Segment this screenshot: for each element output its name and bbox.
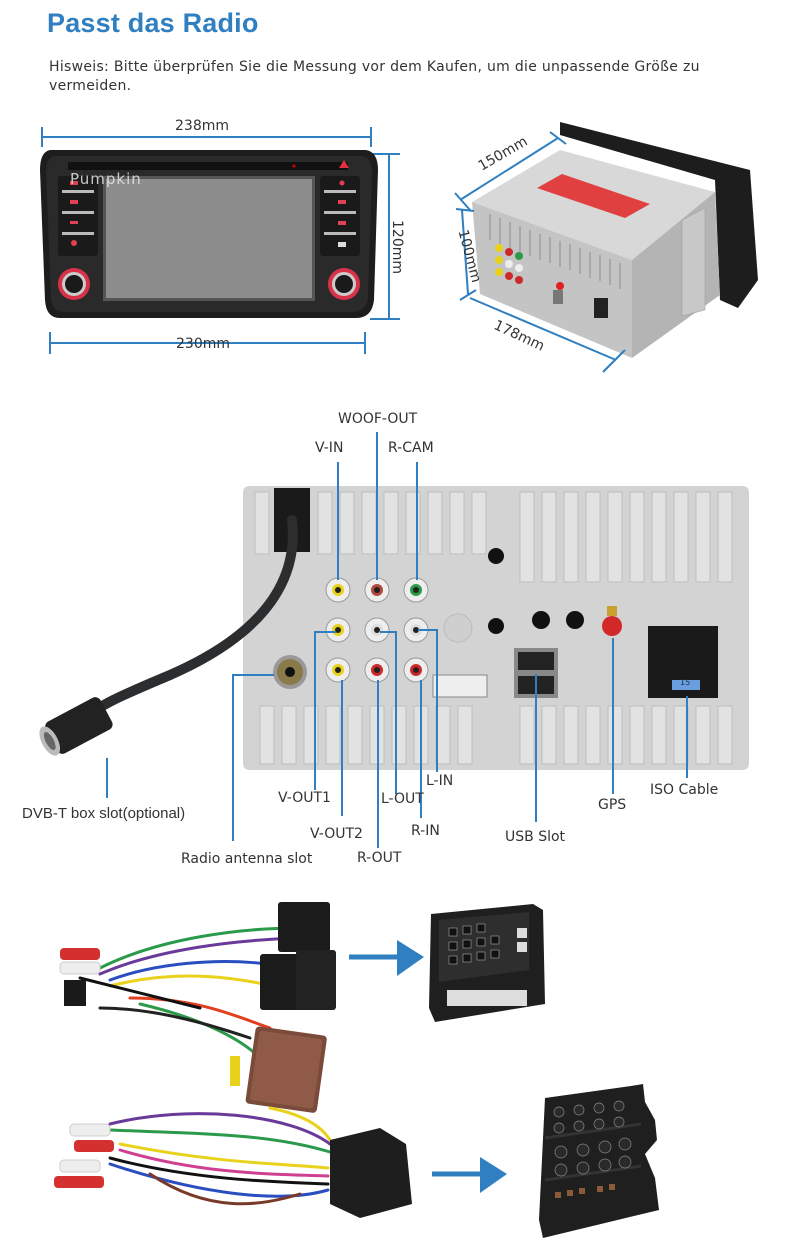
label-iso-cable: ISO Cable xyxy=(650,782,719,798)
dim-line-top xyxy=(41,127,400,354)
label-l-in: L-IN xyxy=(426,773,454,789)
back-panel-image xyxy=(39,486,749,770)
front-top-width-label: 238mm xyxy=(175,118,229,134)
chassis-view-section: 150mm 100mm 178mm xyxy=(420,110,790,380)
chassis-image xyxy=(454,122,758,373)
label-r-cam: R-CAM xyxy=(388,440,434,456)
front-view-section: 238mm 230mm 120mm xyxy=(0,110,410,360)
leader-lines xyxy=(106,432,688,848)
arrow-icon xyxy=(432,1157,507,1193)
label-v-in: V-IN xyxy=(315,440,344,456)
harness-row-iso xyxy=(0,1080,800,1256)
label-gps: GPS xyxy=(598,797,627,813)
label-r-in: R-IN xyxy=(411,823,440,839)
quadlock-harness-image xyxy=(59,902,336,1113)
harness-row-quadlock xyxy=(0,880,800,1113)
label-dvbt-slot: DVB-T box slot(optional) xyxy=(22,805,186,822)
rca-ports xyxy=(325,577,429,683)
brand-watermark: Pumpkin xyxy=(70,170,142,188)
iso-harness-image xyxy=(54,1106,412,1218)
page-title: Passt das Radio xyxy=(47,8,259,38)
label-l-out: L-OUT xyxy=(381,791,424,807)
quadlock-connector-image xyxy=(429,904,545,1022)
size-note: Hisweis: Bitte überprüfen Sie die Messun… xyxy=(49,59,700,94)
arrow-icon xyxy=(349,940,424,976)
radio-front-image xyxy=(40,150,378,318)
front-height-label: 120mm xyxy=(389,220,405,274)
iso-connector-image xyxy=(539,1084,659,1238)
label-v-out2: V-OUT2 xyxy=(310,826,363,842)
label-r-out: R-OUT xyxy=(357,850,402,866)
fuse-label: 15 xyxy=(680,678,691,687)
label-woof-out: WOOF-OUT xyxy=(338,411,418,427)
label-radio-antenna: Radio antenna slot xyxy=(181,851,313,867)
label-usb-slot: USB Slot xyxy=(505,829,566,845)
label-v-out1: V-OUT1 xyxy=(278,790,331,806)
front-bottom-width-label: 230mm xyxy=(176,336,230,352)
back-panel-section: 15 WOOF-OUT V-IN R-CAM xyxy=(0,400,800,880)
